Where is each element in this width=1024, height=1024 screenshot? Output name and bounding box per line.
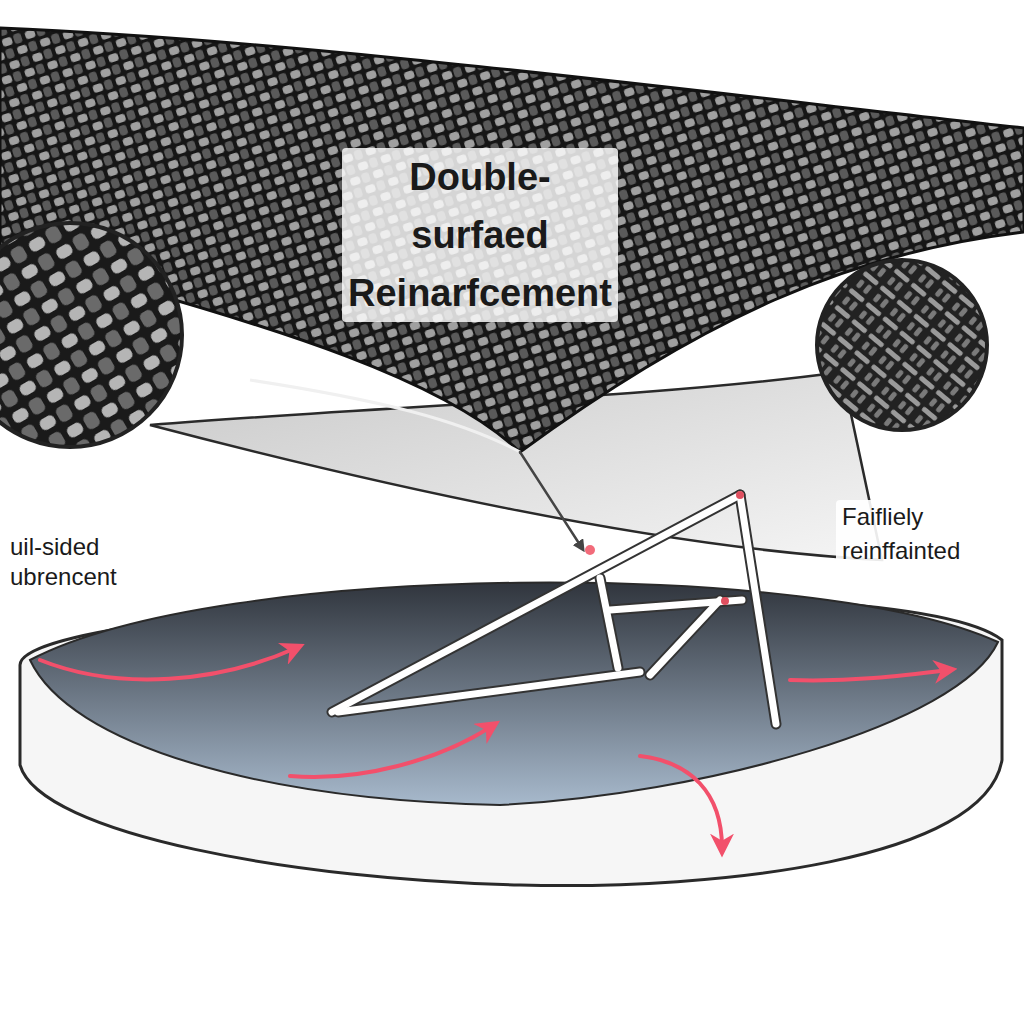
heading-label: Double-surfaed Reinarfcement xyxy=(342,148,618,322)
label-container: uil-sided ubrencent xyxy=(4,532,123,592)
label-container: Double-surfaed Reinarfcement xyxy=(342,148,618,322)
inset-label: Faifliely reinffainted xyxy=(836,500,966,568)
label-container: Faifliely reinffainted xyxy=(836,500,966,568)
flow-arrows xyxy=(40,648,948,848)
left-inset-circle xyxy=(0,223,182,447)
right-inset-circle xyxy=(817,260,987,430)
inset-label: uil-sided ubrencent xyxy=(4,532,123,592)
support-frame xyxy=(332,452,776,724)
cushion-base xyxy=(20,583,1002,886)
